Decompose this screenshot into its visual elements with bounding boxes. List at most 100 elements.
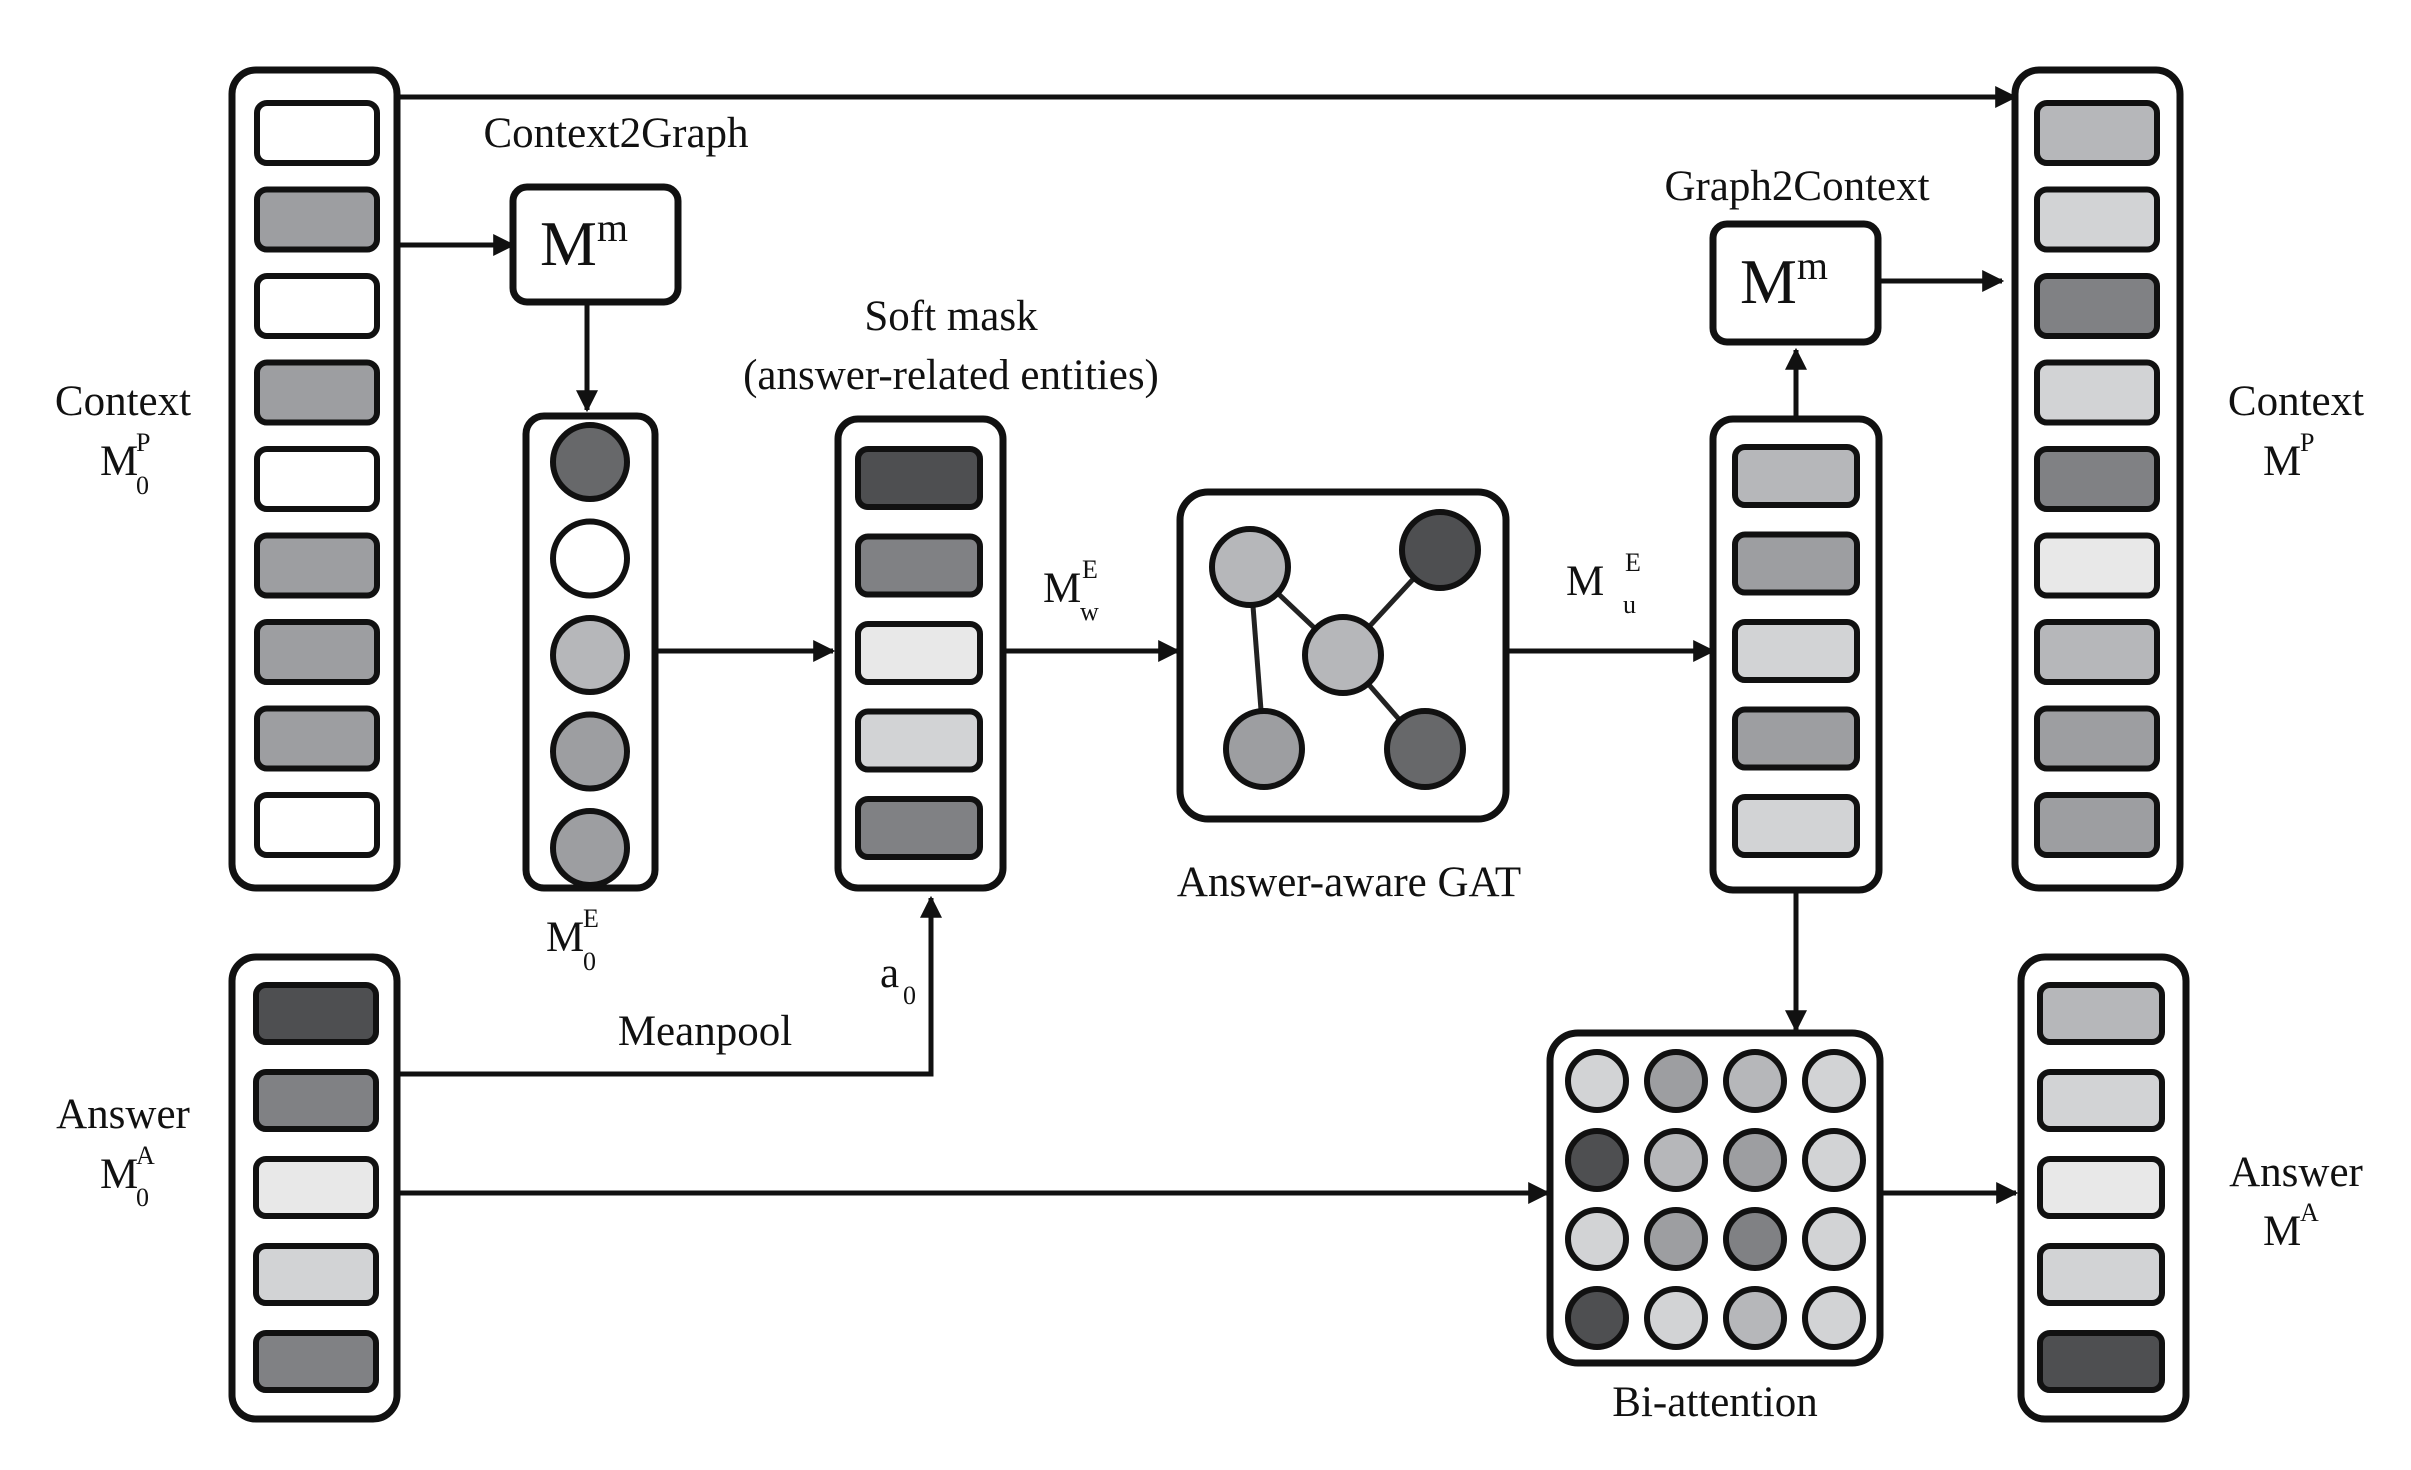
soft-mask-cell [855, 533, 983, 598]
bi-attention-cell [1802, 1286, 1866, 1350]
answer-input-cell [253, 982, 379, 1045]
entity-node [550, 518, 630, 599]
svg-text:M: M [2263, 1208, 2301, 1255]
answer-output-cell [2037, 1069, 2165, 1132]
mp-symbol: M P [2263, 428, 2314, 485]
updated-entity-cell [1732, 706, 1860, 771]
updated-entity-cells [1732, 444, 1860, 858]
bi-attention-cell [1802, 1207, 1866, 1271]
svg-text:0: 0 [583, 947, 596, 976]
a0-symbol: a 0 [880, 950, 916, 1010]
soft-mask-cells [855, 446, 983, 860]
gat-node [1223, 708, 1305, 790]
answer-input-cell [253, 1330, 379, 1393]
bi-attention-cell [1802, 1049, 1866, 1113]
labels: Context2Graph Graph2Context Soft mask (a… [55, 110, 2364, 1426]
ma-symbol: M A [2263, 1198, 2319, 1255]
svg-text:M: M [100, 1151, 138, 1198]
bi-attention-cell [1644, 1049, 1708, 1113]
graph2context-mm-box [1709, 220, 1882, 346]
bi-attention-cell [1565, 1207, 1629, 1271]
bi-attention-cell [1644, 1286, 1708, 1350]
context-input-label: Context [55, 378, 191, 425]
soft-mask-cell [855, 796, 983, 860]
bi-attention-box [1546, 1029, 1884, 1367]
gat-graph [1209, 509, 1481, 790]
context-output-cell [2034, 792, 2160, 858]
soft-mask-cell [855, 446, 983, 510]
bi-attention-cell [1565, 1128, 1629, 1192]
svg-text:0: 0 [136, 471, 149, 500]
context-input-cell [254, 532, 380, 599]
answer-input-cell [253, 1243, 379, 1306]
answer-output-cell [2037, 1330, 2165, 1393]
svg-text:M: M [1043, 565, 1081, 612]
boxes [228, 66, 2190, 1423]
context-input-cell [254, 186, 380, 253]
soft-mask-subtitle: (answer-related entities) [743, 352, 1159, 399]
answer-input-cell [253, 1156, 379, 1219]
svg-text:M: M [1566, 558, 1604, 605]
bi-attention-cell [1723, 1049, 1787, 1113]
bi-attention-cell [1565, 1286, 1629, 1350]
context-output-cell [2034, 273, 2160, 339]
answer-input-cells [253, 982, 379, 1393]
context-input-cell [254, 100, 380, 166]
context-input-cells [254, 100, 380, 858]
answer-input-cell [253, 1069, 379, 1132]
svg-text:P: P [136, 428, 150, 457]
bi-attention-label: Bi-attention [1612, 1379, 1817, 1426]
context2graph-mm-box [509, 183, 682, 306]
context-output-cell [2034, 359, 2160, 426]
context-output-cell [2034, 186, 2160, 253]
answer-output-cell [2037, 1156, 2165, 1219]
svg-text:E: E [1082, 555, 1098, 584]
svg-text:M: M [100, 438, 138, 485]
context-output-label: Context [2228, 378, 2364, 425]
arrow-answer-meanpool [397, 895, 943, 1077]
gat-node [1384, 708, 1466, 790]
soft-mask-cell [855, 621, 983, 685]
context2graph-label: Context2Graph [483, 110, 748, 157]
updated-entity-cell [1732, 444, 1860, 508]
entity-node [550, 422, 630, 502]
context-output-cell [2034, 619, 2160, 685]
svg-text:E: E [1625, 548, 1641, 577]
entity-node [550, 808, 630, 888]
context-input-cell [254, 359, 380, 426]
svg-text:A: A [136, 1141, 155, 1170]
svg-text:u: u [1623, 590, 1636, 619]
context-output-cell [2034, 705, 2160, 772]
svg-text:A: A [2300, 1198, 2319, 1227]
svg-text:M: M [2263, 438, 2301, 485]
mm-left-symbol: Mm [540, 205, 628, 279]
mue-symbol: M E u [1566, 548, 1641, 619]
answer-output-cells [2037, 982, 2165, 1393]
svg-text:a: a [880, 950, 899, 997]
updated-entity-cell [1732, 531, 1860, 596]
context-input-cell [254, 619, 380, 685]
context-output-cell [2034, 532, 2160, 599]
gat-node [1399, 509, 1481, 591]
bi-attention-grid [1565, 1049, 1866, 1350]
soft-mask-cell [855, 708, 983, 773]
entity-node [550, 711, 630, 792]
answer-output-cell [2037, 982, 2165, 1045]
m0e-symbol: M E 0 [546, 904, 599, 976]
soft-mask-title: Soft mask [864, 293, 1038, 340]
svg-text:M: M [546, 914, 584, 961]
bi-attention-cell [1565, 1049, 1629, 1113]
svg-text:0: 0 [136, 1183, 149, 1212]
arrows [397, 85, 2019, 1205]
updated-entity-cell [1732, 619, 1860, 683]
mwe-symbol: M E w [1043, 555, 1099, 626]
gat-node [1302, 614, 1384, 696]
entity-nodes [550, 422, 630, 888]
m0p-symbol: M P 0 [100, 428, 150, 500]
context-input-cell [254, 792, 380, 858]
m0a-symbol: M A 0 [100, 1141, 155, 1212]
gat-node [1209, 526, 1291, 608]
entity-node [550, 615, 630, 695]
bi-attention-cell [1723, 1128, 1787, 1192]
